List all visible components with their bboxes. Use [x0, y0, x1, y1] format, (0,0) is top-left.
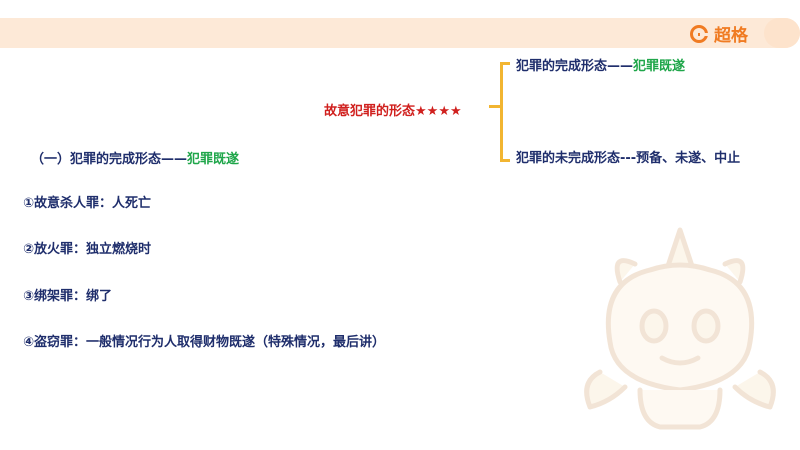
bracket-stem — [489, 105, 501, 108]
branch-completed-highlight: 犯罪既遂 — [633, 59, 686, 74]
branch-completed-label: 犯罪的完成形态—— — [516, 59, 634, 74]
branch-uncompleted: 犯罪的未完成形态---预备、未遂、中止 — [516, 147, 740, 166]
g-ring-icon — [690, 24, 708, 43]
branch-completed: 犯罪的完成形态——犯罪既遂 — [516, 55, 685, 74]
branch-uncompleted-label: 犯罪的未完成形态---预备、未遂、中止 — [516, 151, 741, 166]
list-item: ①故意杀人罪：人死亡 — [23, 196, 152, 211]
brand-name: 超格 — [714, 26, 748, 46]
list-item: ④盗窃罪：一般情况行为人取得财物既遂（特殊情况，最后讲） — [23, 335, 386, 350]
star-rating: ★★★★ — [415, 104, 462, 119]
brand-logo: 超格 — [690, 21, 748, 46]
diagram-title-text: 故意犯罪的形态 — [324, 104, 416, 119]
section-heading-highlight: 犯罪既遂 — [187, 152, 240, 167]
bracket — [500, 62, 510, 162]
section-heading: （一）犯罪的完成形态——犯罪既遂 — [31, 148, 239, 167]
header-bar — [0, 18, 800, 48]
section-heading-label: （一）犯罪的完成形态—— — [31, 152, 188, 167]
list-item: ②放火罪：独立燃烧时 — [23, 242, 152, 257]
diagram-title: 故意犯罪的形态★★★★ — [324, 100, 462, 119]
unicorn-mascot-watermark — [584, 227, 776, 430]
list-item: ③绑架罪：绑了 — [23, 289, 113, 304]
